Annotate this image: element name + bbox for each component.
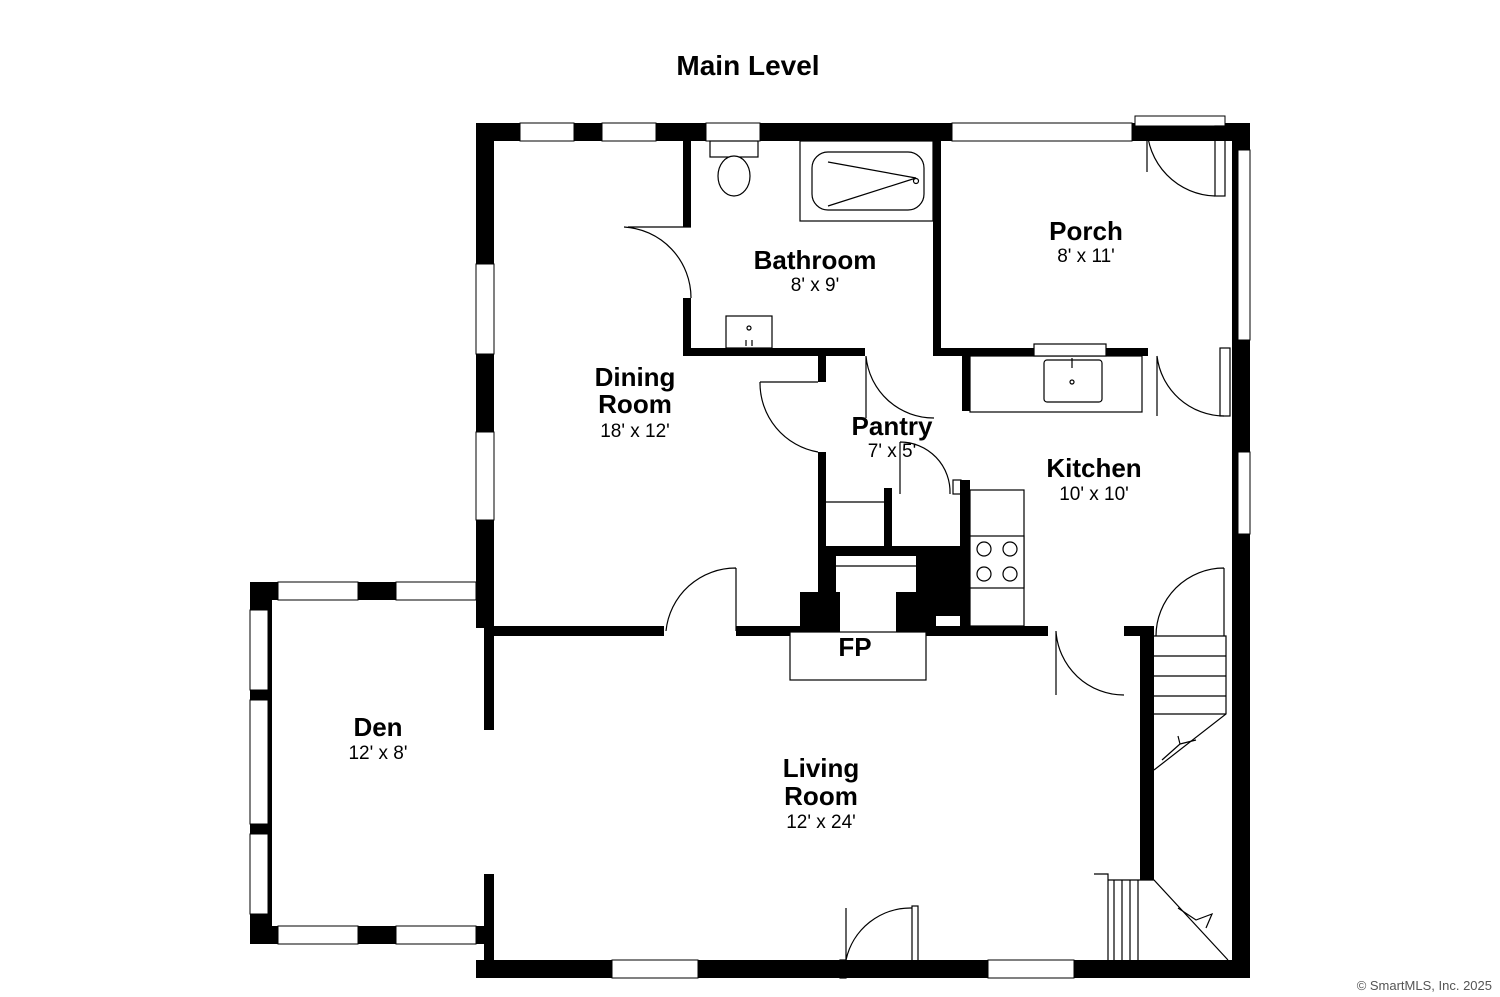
- den-dim: 12' x 8': [348, 743, 407, 764]
- porch-dim: 8' x 11': [1057, 246, 1115, 267]
- dining-name-line1: Dining: [595, 362, 676, 392]
- stove-icon: [969, 489, 1025, 627]
- bathroom-name: Bathroom: [754, 245, 877, 275]
- dining-dim: 18' x 12': [600, 421, 670, 442]
- kitchen-name: Kitchen: [1046, 453, 1141, 483]
- fixtures: [709, 140, 1229, 961]
- windows: [249, 115, 1251, 979]
- kitchen-sink-icon: [969, 343, 1143, 413]
- plan-title: Main Level: [676, 50, 819, 81]
- room-labels: Bathroom 8' x 9' Porch 8' x 11' Dining R…: [348, 216, 1141, 833]
- bathroom-dim: 8' x 9': [791, 275, 839, 296]
- living-dim: 12' x 24': [786, 812, 856, 833]
- fireplace-hearth: [789, 631, 927, 681]
- sink-icon: [725, 315, 773, 349]
- fireplace-label: FP: [838, 632, 871, 662]
- stairs-down-icon: [1094, 873, 1229, 961]
- pantry-dim: 7' x 5': [868, 441, 916, 462]
- living-name-line2: Room: [784, 781, 858, 811]
- pantry-shelves: [826, 501, 916, 567]
- den-name: Den: [353, 712, 402, 742]
- porch-name: Porch: [1049, 216, 1123, 246]
- copyright: © SmartMLS, Inc. 2025: [1357, 978, 1492, 993]
- toilet-icon: [709, 140, 759, 197]
- pantry-name: Pantry: [852, 411, 933, 441]
- doors: [623, 125, 1231, 979]
- living-name-line1: Living: [783, 753, 860, 783]
- bathtub-icon: [799, 140, 934, 222]
- kitchen-dim: 10' x 10': [1059, 484, 1129, 505]
- dining-name-line2: Room: [598, 389, 672, 419]
- stairs-up-icon: [1153, 635, 1227, 771]
